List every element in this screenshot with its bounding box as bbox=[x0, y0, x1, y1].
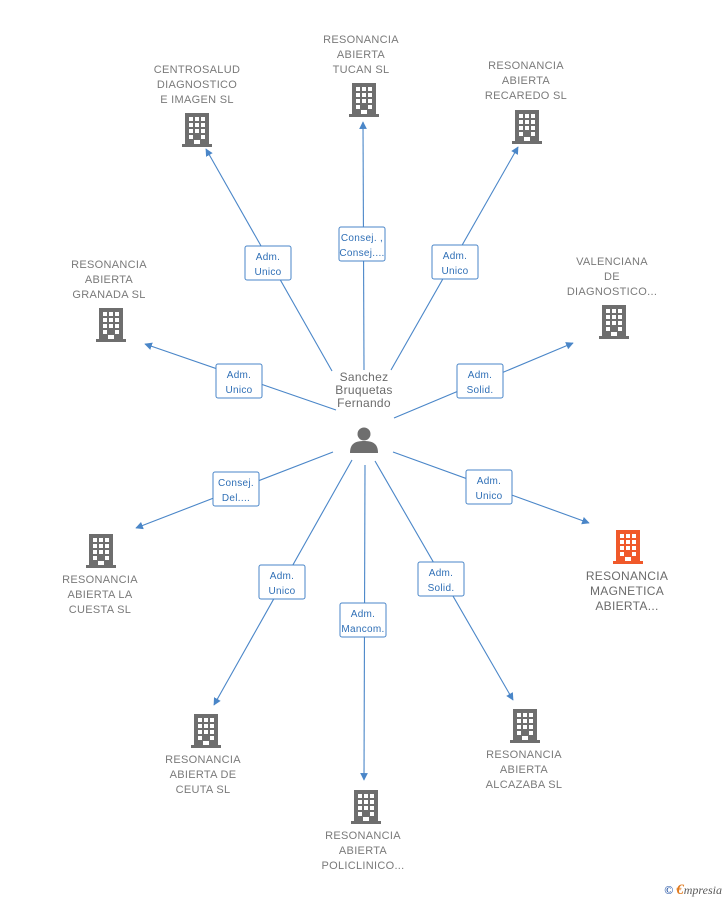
brand-logo-text: mpresia bbox=[683, 883, 722, 897]
brand-logo-initial: € bbox=[676, 882, 684, 898]
building-icon bbox=[191, 714, 221, 748]
building-icon bbox=[613, 530, 643, 564]
role-badge-valenciana[interactable]: Adm.Solid. bbox=[456, 363, 504, 399]
role-badge-policlinico[interactable]: Adm.Mancom. bbox=[339, 602, 387, 638]
role-badge-text: Adm.Mancom. bbox=[341, 609, 384, 635]
role-badge-tucan[interactable]: Consej. ,Consej.... bbox=[338, 226, 386, 262]
building-icon bbox=[96, 308, 126, 342]
role-badge-ceuta[interactable]: Adm.Unico bbox=[258, 564, 306, 600]
role-badge-box bbox=[456, 363, 504, 399]
building-icon bbox=[510, 709, 540, 743]
building-icon bbox=[599, 305, 629, 339]
brand-footer: © €mpresia bbox=[664, 882, 722, 899]
role-badge-granada[interactable]: Adm.Unico bbox=[215, 363, 263, 399]
role-badge-box bbox=[258, 564, 306, 600]
role-badge-box bbox=[212, 471, 260, 507]
role-badge-text: Adm.Unico bbox=[225, 370, 252, 396]
person-icon bbox=[350, 427, 378, 453]
role-badge-box bbox=[339, 602, 387, 638]
building-icon bbox=[351, 790, 381, 824]
role-badge-text: Adm.Solid. bbox=[428, 568, 455, 594]
role-badge-text: Consej. ,Consej.... bbox=[339, 233, 384, 259]
building-icon bbox=[182, 113, 212, 147]
role-badge-text: Adm.Unico bbox=[254, 252, 281, 278]
role-badge-text: Adm.Unico bbox=[268, 571, 295, 597]
role-badge-magnetica[interactable]: Adm.Unico bbox=[465, 469, 513, 505]
role-badge-text: Adm.Unico bbox=[475, 476, 502, 502]
building-icon bbox=[86, 534, 116, 568]
role-badge-text: Adm.Solid. bbox=[467, 370, 494, 396]
role-badge-box bbox=[465, 469, 513, 505]
role-badge-alcazaba[interactable]: Adm.Solid. bbox=[417, 561, 465, 597]
role-badge-box bbox=[417, 561, 465, 597]
role-badge-recaredo[interactable]: Adm.Unico bbox=[431, 244, 479, 280]
role-badge-box bbox=[244, 245, 292, 281]
building-icon bbox=[349, 83, 379, 117]
copyright-icon: © bbox=[664, 883, 674, 897]
role-badge-centrosalud[interactable]: Adm.Unico bbox=[244, 245, 292, 281]
building-icon bbox=[512, 110, 542, 144]
role-badge-box bbox=[215, 363, 263, 399]
role-badge-text: Adm.Unico bbox=[441, 251, 468, 277]
role-badge-text: Consej.Del.... bbox=[218, 478, 254, 504]
role-badge-box bbox=[338, 226, 386, 262]
role-badge-la-cuesta[interactable]: Consej.Del.... bbox=[212, 471, 260, 507]
role-badge-box bbox=[431, 244, 479, 280]
